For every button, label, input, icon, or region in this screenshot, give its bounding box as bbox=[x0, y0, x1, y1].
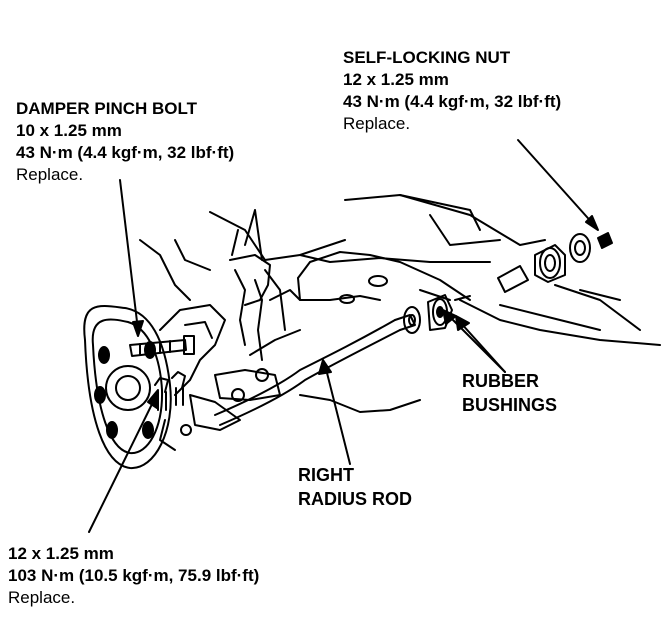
leader-lines bbox=[88, 139, 599, 533]
lower-bolts-callout: 12 x 1.25 mm 103 N·m (10.5 kgf·m, 75.9 l… bbox=[8, 543, 259, 609]
self-locking-nut-torque: 43 N·m (4.4 kgf·m, 32 lbf·ft) bbox=[343, 92, 562, 111]
brake-rotor bbox=[83, 305, 172, 470]
right-radius-rod-line-1: RIGHT bbox=[298, 465, 354, 485]
self-locking-nut-size: 12 x 1.25 mm bbox=[343, 70, 449, 89]
rubber-bushings-line-1: RUBBER bbox=[462, 371, 540, 391]
damper-pinch-bolt-size: 10 x 1.25 mm bbox=[16, 121, 122, 140]
frame-hole bbox=[368, 275, 388, 287]
damper-pinch-bolt-title: DAMPER PINCH BOLT bbox=[16, 99, 198, 118]
rubber-bushings-parts bbox=[403, 232, 613, 334]
self-locking-nut-callout: SELF-LOCKING NUT 12 x 1.25 mm 43 N·m (4.… bbox=[343, 47, 561, 135]
frame-hole bbox=[339, 294, 355, 304]
self-locking-nut-note: Replace. bbox=[343, 114, 411, 133]
knuckle-assembly bbox=[159, 209, 301, 451]
lower-bolts-torque: 103 N·m (10.5 kgf·m, 75.9 lbf·ft) bbox=[8, 566, 260, 585]
damper-pinch-bolt bbox=[129, 335, 195, 357]
right-radius-rod-label: RIGHT RADIUS ROD bbox=[298, 463, 412, 511]
lower-bolts-note: Replace. bbox=[8, 588, 76, 607]
right-radius-rod-line-2: RADIUS ROD bbox=[298, 489, 413, 509]
self-locking-nut-title: SELF-LOCKING NUT bbox=[343, 48, 511, 67]
lower-bolts-size: 12 x 1.25 mm bbox=[8, 544, 114, 563]
damper-pinch-bolt-torque: 43 N·m (4.4 kgf·m, 32 lbf·ft) bbox=[16, 143, 235, 162]
damper-pinch-bolt-callout: DAMPER PINCH BOLT 10 x 1.25 mm 43 N·m (4… bbox=[16, 98, 234, 186]
rubber-bushings-label: RUBBER BUSHINGS bbox=[462, 369, 557, 417]
radius-rod bbox=[214, 314, 416, 426]
frame-outline bbox=[139, 194, 661, 413]
rubber-bushings-line-2: BUSHINGS bbox=[462, 395, 558, 415]
damper-pinch-bolt-note: Replace. bbox=[16, 165, 84, 184]
